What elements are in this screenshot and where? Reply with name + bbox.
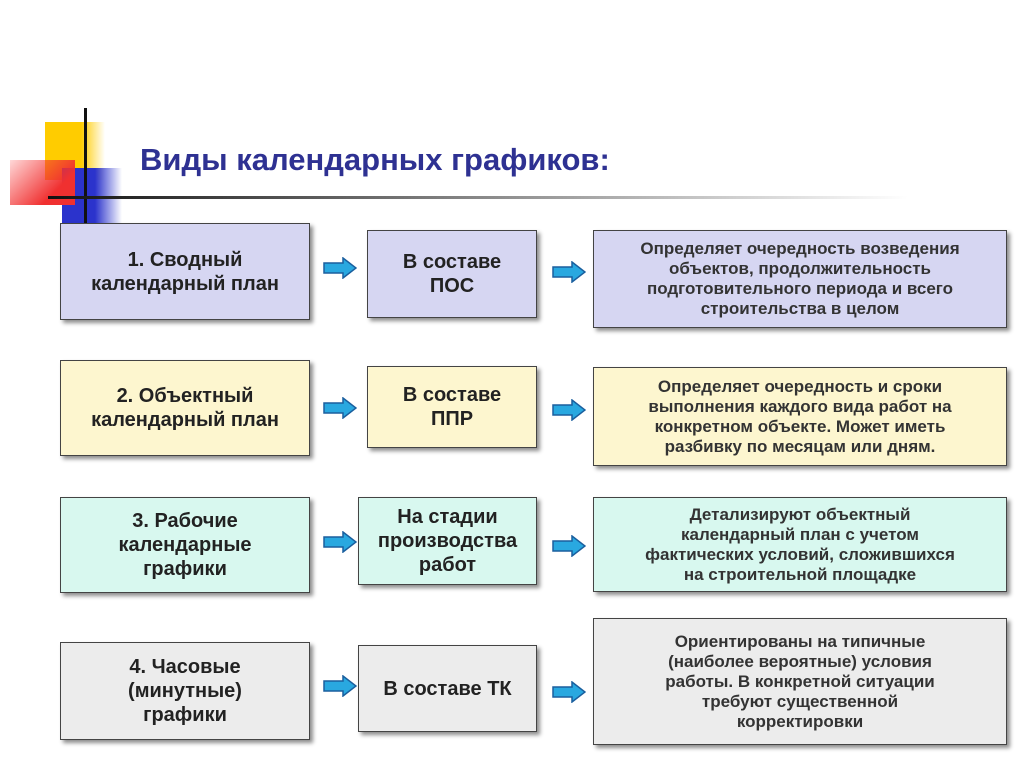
arrow-right-icon <box>323 675 357 697</box>
arrow-right-icon <box>552 261 586 283</box>
stage-box-3: На стадии производства работ <box>358 497 537 585</box>
arrow-right-icon <box>323 397 357 419</box>
arrow-right-icon <box>552 681 586 703</box>
stage-box-1: В составе ПОС <box>367 230 537 318</box>
type-box-2: 2. Объектный календарный план <box>60 360 310 456</box>
arrow-right-icon <box>552 535 586 557</box>
description-box-1: Определяет очередность возведения объект… <box>593 230 1007 328</box>
stage-box-4: В составе ТК <box>358 645 537 732</box>
description-box-4: Ориентированы на типичные (наиболее веро… <box>593 618 1007 745</box>
description-box-2: Определяет очередность и сроки выполнени… <box>593 367 1007 466</box>
page-title: Виды календарных графиков: <box>140 142 610 177</box>
description-box-3: Детализируют объектный календарный план … <box>593 497 1007 592</box>
arrow-right-icon <box>323 257 357 279</box>
arrow-right-icon <box>552 399 586 421</box>
title-underline <box>48 196 908 199</box>
arrow-right-icon <box>323 531 357 553</box>
type-box-3: 3. Рабочие календарные графики <box>60 497 310 593</box>
stage-box-2: В составе ППР <box>367 366 537 448</box>
type-box-1: 1. Сводный календарный план <box>60 223 310 320</box>
type-box-4: 4. Часовые (минутные) графики <box>60 642 310 740</box>
decor-vertical-line <box>84 108 87 223</box>
